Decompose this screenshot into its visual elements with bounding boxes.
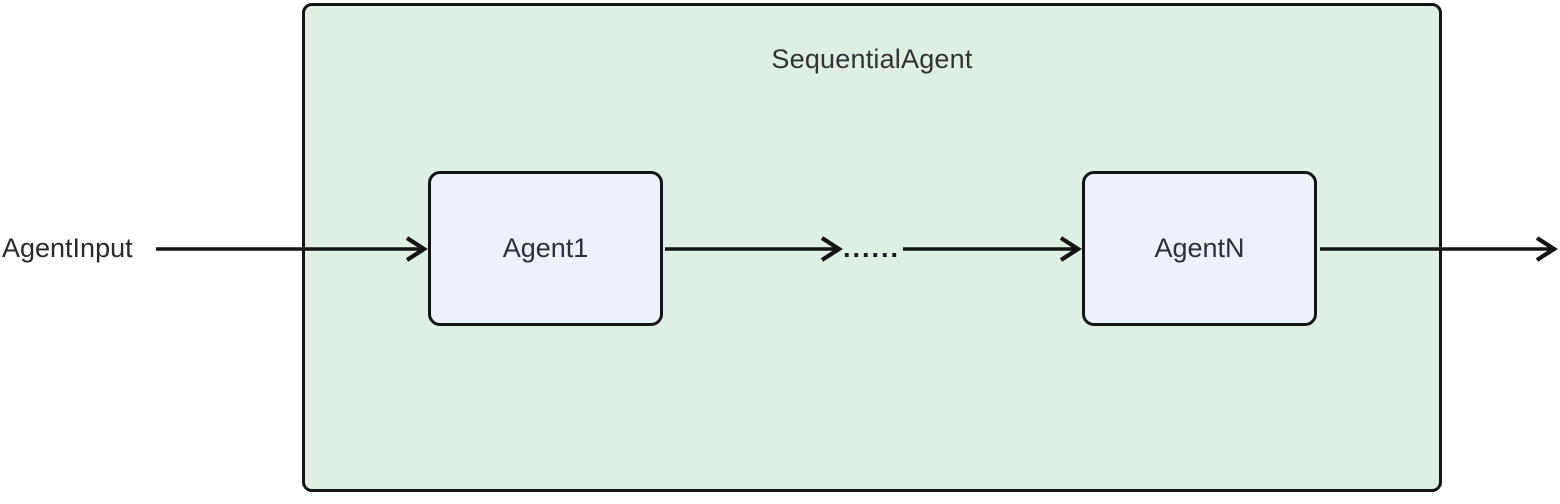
cluster-title: SequentialAgent	[771, 44, 973, 74]
node-agentn: AgentN	[1082, 171, 1317, 326]
node-agent1: Agent1	[428, 171, 663, 326]
ellipsis-label: ......	[843, 233, 901, 263]
node-agent1-label: Agent1	[502, 233, 589, 263]
agent-input-label: AgentInput	[2, 233, 133, 263]
node-agentn-label: AgentN	[1154, 233, 1245, 263]
